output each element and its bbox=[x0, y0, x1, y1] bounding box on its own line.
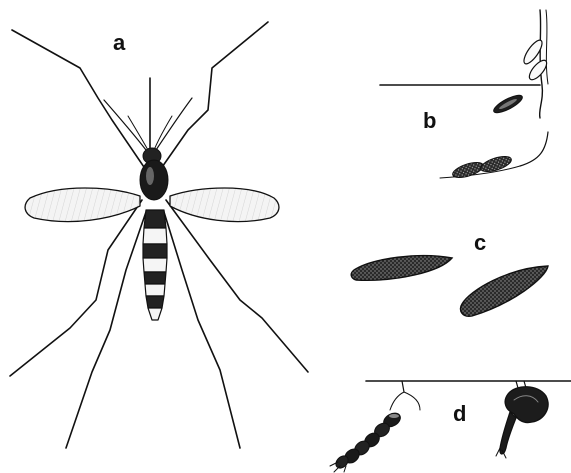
stalk-b2 bbox=[520, 132, 548, 166]
eggs-on-surface bbox=[380, 10, 550, 181]
palp-right bbox=[154, 116, 172, 150]
panel-label-d: d bbox=[453, 403, 466, 425]
right-wing bbox=[170, 188, 279, 222]
front-leg-right bbox=[160, 22, 268, 170]
middle-leg-left bbox=[10, 200, 142, 376]
antenna-left bbox=[104, 100, 146, 150]
front-leg-left bbox=[12, 30, 146, 170]
egg-c-left bbox=[351, 256, 452, 281]
palp-left bbox=[128, 116, 148, 150]
abdomen bbox=[143, 210, 167, 320]
larva bbox=[330, 381, 420, 472]
panel-label-b: b bbox=[423, 110, 436, 132]
single-eggs bbox=[351, 256, 548, 317]
panel-label-c: c bbox=[474, 232, 486, 254]
adult-mosquito bbox=[10, 22, 308, 448]
hind-leg-right bbox=[164, 212, 240, 448]
egg-c-right bbox=[460, 266, 548, 316]
left-wing bbox=[25, 188, 140, 222]
antenna-right bbox=[156, 98, 192, 150]
pupa bbox=[496, 381, 548, 458]
larva-and-pupa bbox=[330, 381, 571, 472]
panel-label-a: a bbox=[113, 32, 125, 54]
egg-pair-1 bbox=[451, 159, 485, 180]
hind-leg-left bbox=[66, 212, 146, 448]
thorax bbox=[140, 160, 168, 200]
